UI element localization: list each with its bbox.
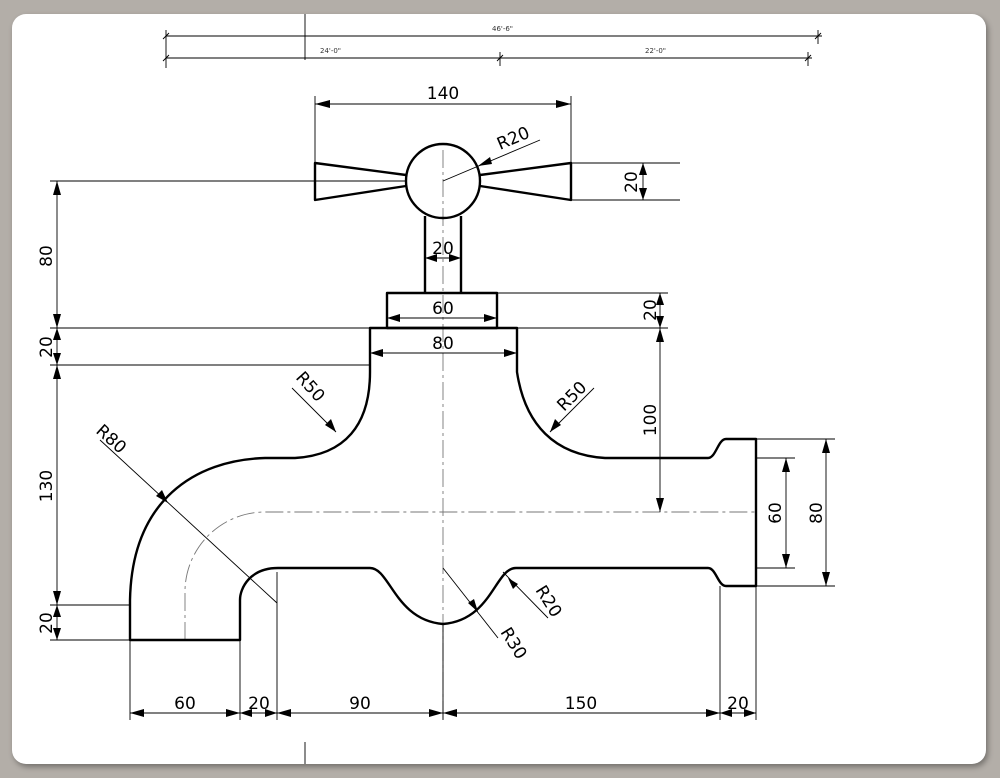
- dim-20-bottom-left: 20: [248, 694, 270, 714]
- dim-140: 140: [427, 84, 459, 104]
- dim-90-bottom: 90: [349, 694, 371, 714]
- dim-r50-left: R50: [291, 368, 328, 406]
- left-dimension-text: 24'-0": [320, 47, 341, 55]
- dimension-texts: 140 R20 20 20 60 20 80 80 20 130 20 100 …: [37, 84, 827, 714]
- dim-80-left: 80: [37, 245, 57, 267]
- handle-left-arm: [313, 161, 407, 202]
- dim-r20-handle: R20: [494, 123, 533, 154]
- top-dimension-strip: 46'-6" 24'-0" 22'-0": [162, 14, 822, 764]
- dim-60-bottom: 60: [174, 694, 196, 714]
- dim-20-bottom-right: 20: [727, 694, 749, 714]
- dim-20-handle: 20: [622, 171, 642, 193]
- dim-r20-bottom: R20: [531, 582, 566, 621]
- dim-60-outlet: 60: [766, 502, 786, 524]
- dim-r80: R80: [92, 421, 130, 458]
- overall-dimension-text: 46'-6": [492, 25, 513, 33]
- dim-20-stem: 20: [432, 239, 454, 259]
- dimension-lines: [50, 96, 835, 720]
- dim-150-bottom: 150: [565, 694, 597, 714]
- center-lines: [184, 150, 756, 720]
- dim-100-right: 100: [641, 404, 661, 436]
- dim-80-outlet: 80: [807, 502, 827, 524]
- dim-20-cap: 20: [641, 299, 661, 321]
- handle-right-arm: [479, 161, 573, 202]
- faucet-outline: [128, 142, 758, 642]
- right-dimension-text: 22'-0": [645, 47, 666, 55]
- dim-r30: R30: [496, 624, 531, 663]
- dim-130-left: 130: [37, 470, 57, 502]
- dim-r50-right: R50: [553, 378, 591, 416]
- dim-20-left-top: 20: [37, 336, 57, 358]
- body: [128, 326, 758, 642]
- dim-20-left-bottom: 20: [37, 612, 57, 634]
- dim-80-body: 80: [432, 334, 454, 354]
- dim-60-cap: 60: [432, 299, 454, 319]
